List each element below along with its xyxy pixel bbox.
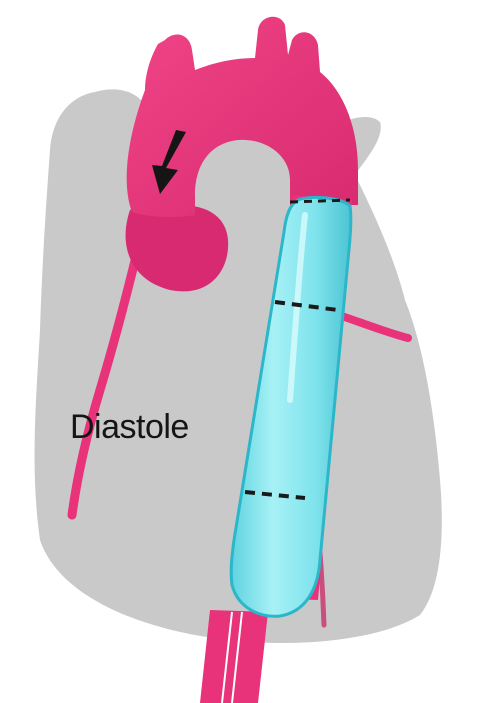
phase-label: Diastole	[70, 410, 189, 444]
